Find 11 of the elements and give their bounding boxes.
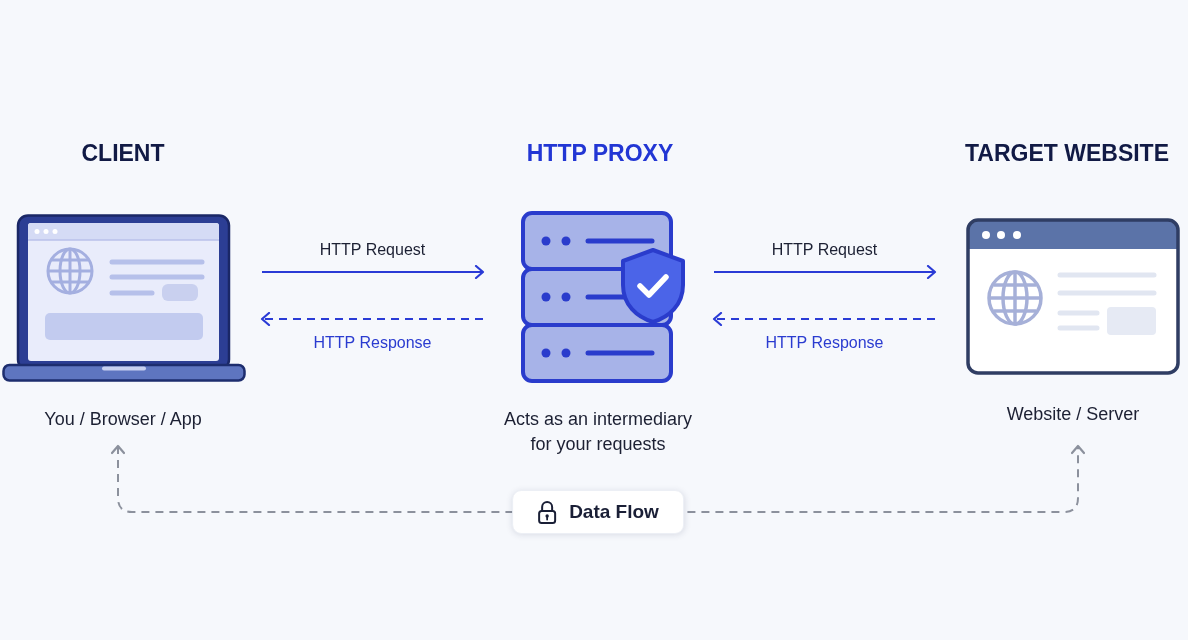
node-caption: Website / Server: [1006, 403, 1140, 426]
dashed-arrow: [712, 311, 936, 327]
node-caption: Acts as an intermediary for your requests: [502, 408, 694, 456]
arrow: [261, 264, 485, 280]
column-heading: TARGET WEBSITE: [965, 139, 1169, 167]
node-caption: You / Browser / App: [44, 408, 202, 431]
edge-label: Data Flow: [569, 501, 659, 523]
arrow: [713, 264, 937, 280]
dashed-arrow: [260, 311, 484, 327]
column-heading: CLIENT: [81, 139, 165, 167]
column-heading: HTTP PROXY: [526, 139, 674, 167]
